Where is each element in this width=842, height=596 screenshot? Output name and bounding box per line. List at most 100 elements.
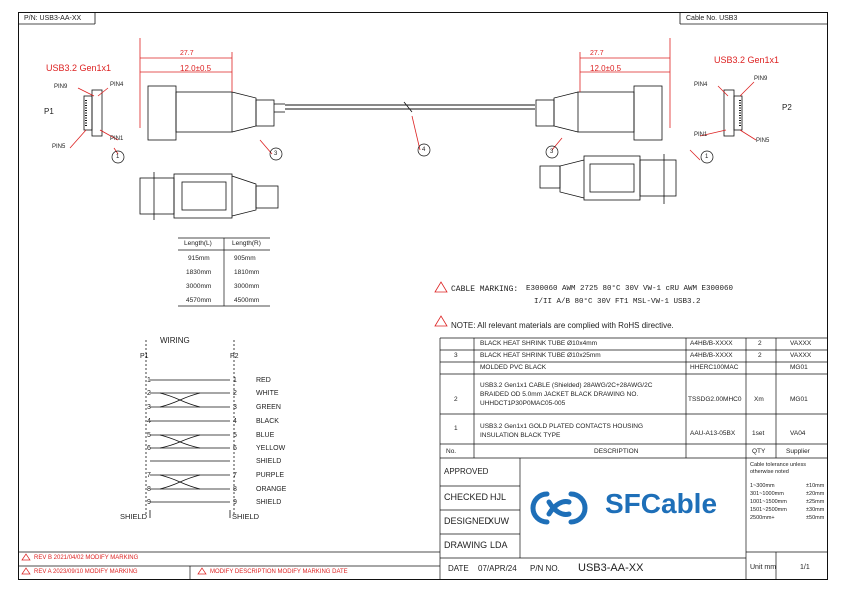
bom-qty: 2 [758,352,762,359]
length-cell: 1810mm [234,269,260,276]
wiring-pin-left: 9 [147,499,151,506]
tolerance-value: ±50mm [806,515,825,521]
wiring-pin-right: 5 [233,432,237,439]
bom-supplier: VAXXX [790,352,812,359]
shield-left-label: SHIELD [120,512,148,521]
wiring-pin-right: 1 [233,377,237,384]
right-length-label: 12.0±0.5 [590,64,622,73]
length-table-header-left: Length(L) [184,240,212,247]
bom-footer-no: No. [446,448,457,455]
bom-desc: BLACK HEAT SHRINK TUBE Ø10x25mm [480,352,601,359]
revision-note: MODIFY DESCRIPTION MODIFY MARKING DATE [210,569,348,575]
wiring-pin-right: 6 [233,445,237,452]
wire-color: WHITE [256,390,279,397]
cable-marking-label: CABLE MARKING: [451,285,519,294]
date-label: DATE [448,564,469,573]
cable-marking-line1: E300060 AWM 2725 80°C 30V VW-1 cRU AWM E… [526,285,734,293]
tolerance-value: ±10mm [806,483,825,489]
left-length-label: 12.0±0.5 [180,64,212,73]
bom-desc: BLACK HEAT SHRINK TUBE Ø10x4mm [480,340,598,347]
callout-3-left: 3 [274,151,278,157]
sfcable-logo [527,486,607,535]
tolerance-value: ±30mm [806,507,825,513]
wire-color: RED [256,377,271,384]
bom-desc: MOLDED PVC BLACK [480,364,547,371]
p2-pin4-label: PIN4 [694,82,708,88]
tolerance-title: Cable tolerance unless otherwise noted [750,462,806,475]
wiring-pin-right: 3 [233,404,237,411]
length-cell: 4570mm [186,297,212,304]
length-cell: 3000mm [234,283,260,290]
revision-b: REV B 2021/04/02 MODIFY MARKING [34,555,139,561]
callout-4: 4 [422,147,426,153]
revision-a: REV A 2023/09/10 MODIFY MARKING [34,569,138,575]
drawing-frame [18,12,828,580]
header-part-number: P/N: USB3-AA-XX [24,15,82,22]
bom-pn: A4HB/B-XXXX [690,352,733,359]
wiring-title: WIRING [160,336,190,345]
wiring-p1-label: P1 [140,353,149,360]
bom-desc: USB3.2 Gen1x1 CABLE (Shielded) 28AWG/2C+… [480,382,653,407]
header-cable-number: Cable No. USB3 [686,15,738,22]
wiring-pin-left: 7 [147,472,151,479]
drawing-by: LDA [490,540,508,550]
shield-right-label: SHIELD [232,512,260,521]
callout-3-right: 3 [550,149,554,155]
p1-pin9-label: PIN9 [54,84,68,90]
wiring-pin-left: 5 [147,432,151,439]
callout-1-right: 1 [705,154,709,160]
bom-desc: USB3.2 Gen1x1 GOLD PLATED CONTACTS HOUSI… [480,423,644,439]
length-cell: 915mm [188,255,210,262]
tolerance-range: 1501~2500mm [750,507,787,513]
wire-color: PURPLE [256,472,285,479]
wire-color: SHIELD [256,458,282,465]
length-cell: 4500mm [234,297,260,304]
wiring-pin-right: 4 [233,418,237,425]
pn-label: P/N NO. [530,564,560,573]
length-cell: 905mm [234,255,256,262]
wiring-pin-right: 7 [233,472,237,479]
tolerance-value: ±20mm [806,491,825,497]
unit-label: Unit mm [750,564,777,571]
pn-value: USB3-AA-XX [578,562,644,574]
wiring-p2-label: P2 [230,353,239,360]
right-dim-label: 27.7 [590,50,604,57]
p2-pin5-label: PIN5 [756,138,770,144]
callout-1-left: 1 [116,154,120,160]
wire-color: GREEN [256,404,281,411]
page-number: 1/1 [800,564,810,571]
wire-color: SHIELD [256,499,282,506]
bom-no: 1 [454,425,458,432]
wiring-pin-left: 2 [147,390,151,397]
wiring-pin-right: 9 [233,499,237,506]
bom-supplier: VAXXX [790,340,812,347]
bom-pn: AAU-A13-05BX [690,430,736,437]
p1-label: P1 [44,107,54,116]
bom-qty: 2 [758,340,762,347]
bom-no: 3 [454,352,458,359]
bom-qty: Xm [754,396,764,403]
wire-color: BLUE [256,432,275,439]
wire-color: BLACK [256,418,279,425]
wiring-pin-left: 3 [147,404,151,411]
length-cell: 3000mm [186,283,212,290]
date-value: 07/APR/24 [478,564,517,573]
brand-name: SFCable [605,488,718,519]
p1-pin1-label: PIN1 [110,136,124,142]
length-table-header-right: Length(R) [232,240,261,247]
p1-connector-name: USB3.2 Gen1x1 [46,63,112,73]
tolerance-range: 1~300mm [750,483,775,489]
sfcable-logo-icon [530,491,588,525]
checked-label: CHECKED [444,492,489,502]
wiring-pin-left: 8 [147,486,151,493]
bom-pn: HHERC100MAC [690,364,739,371]
wiring-pin-left: 1 [147,377,151,384]
p2-pin1-label: PIN1 [694,132,708,138]
checked-by: HJL [490,492,507,502]
drawing-label: DRAWING [444,540,488,550]
p1-pin4-label: PIN4 [110,82,124,88]
wire-color: YELLOW [256,445,286,452]
wiring-pin-right: 8 [233,486,237,493]
left-dim-label: 27.7 [180,50,194,57]
